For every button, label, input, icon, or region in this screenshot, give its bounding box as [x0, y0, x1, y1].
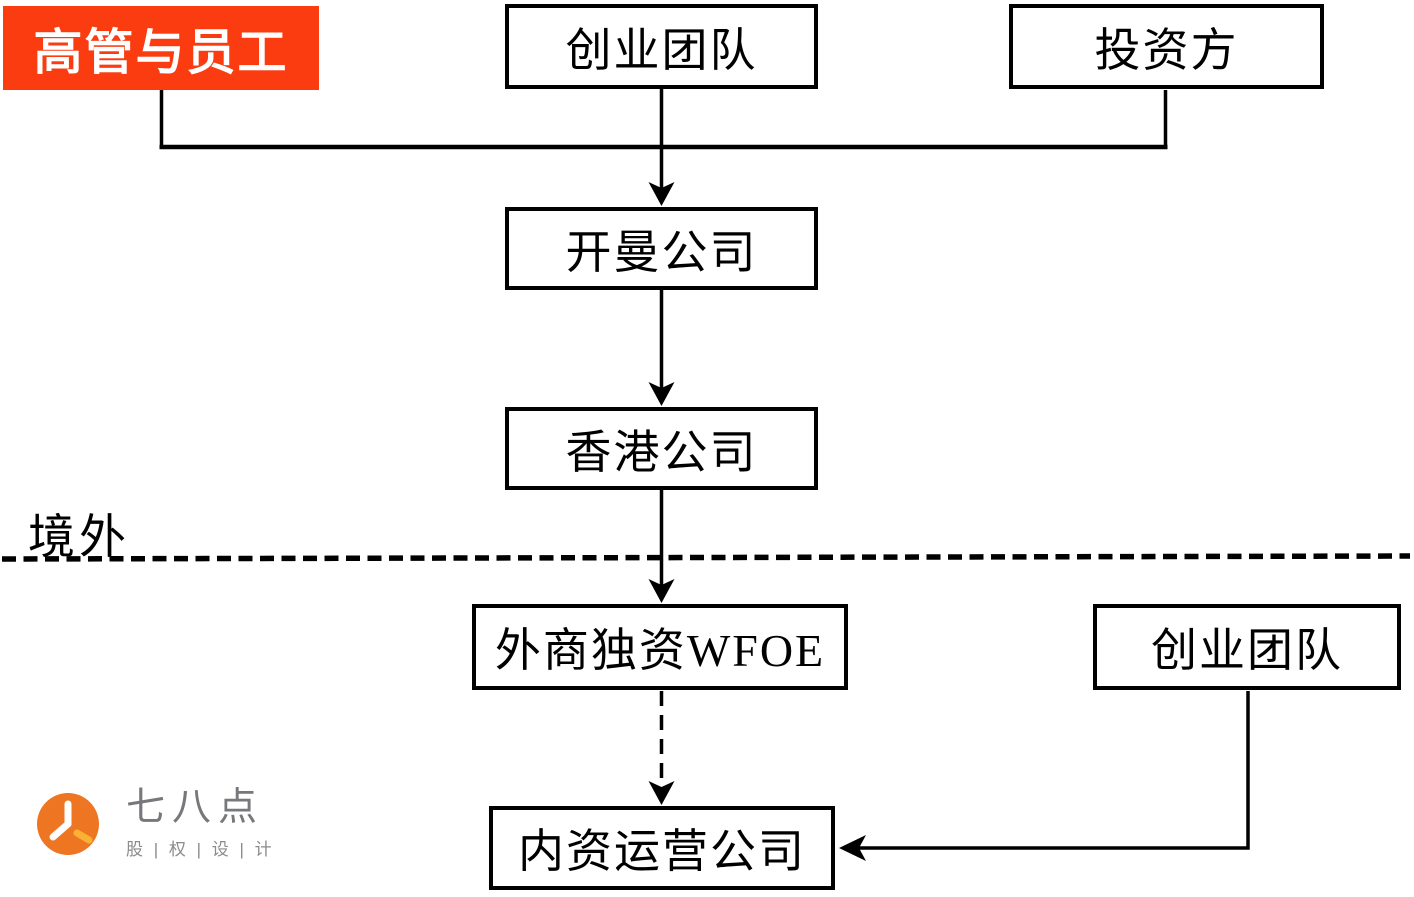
- node-founders-offshore: 创业团队: [505, 4, 818, 89]
- arrowhead-cayman: [648, 182, 675, 206]
- offshore-region-label: 境外: [28, 512, 130, 564]
- brand-tagline: 股 | 权 | 设 | 计: [126, 839, 275, 859]
- edge-founders-to-domestic: [856, 691, 1250, 850]
- node-founders-domestic: 创业团队: [1093, 604, 1401, 690]
- clock-icon: [37, 792, 99, 855]
- node-executives: 高管与员工: [3, 6, 319, 90]
- node-hongkong-company: 香港公司: [505, 407, 818, 490]
- brand-name: 七八点: [126, 786, 265, 829]
- node-wfoe: 外商独资WFOE: [472, 604, 848, 690]
- offshore-divider-dashed-line: [1, 553, 1411, 562]
- arrowhead-domestic: [648, 781, 675, 805]
- node-investors: 投资方: [1009, 4, 1324, 89]
- brand-text-block: 七八点 股 | 权 | 设 | 计: [126, 786, 275, 860]
- arrowhead-domestic-left: [839, 835, 866, 861]
- arrowhead-hongkong: [648, 382, 675, 406]
- brand-logo: 七八点 股 | 权 | 设 | 计: [36, 786, 275, 860]
- node-domestic-operating-company: 内资运营公司: [489, 806, 835, 890]
- node-cayman-company: 开曼公司: [505, 207, 818, 290]
- arrowhead-wfoe: [648, 579, 675, 603]
